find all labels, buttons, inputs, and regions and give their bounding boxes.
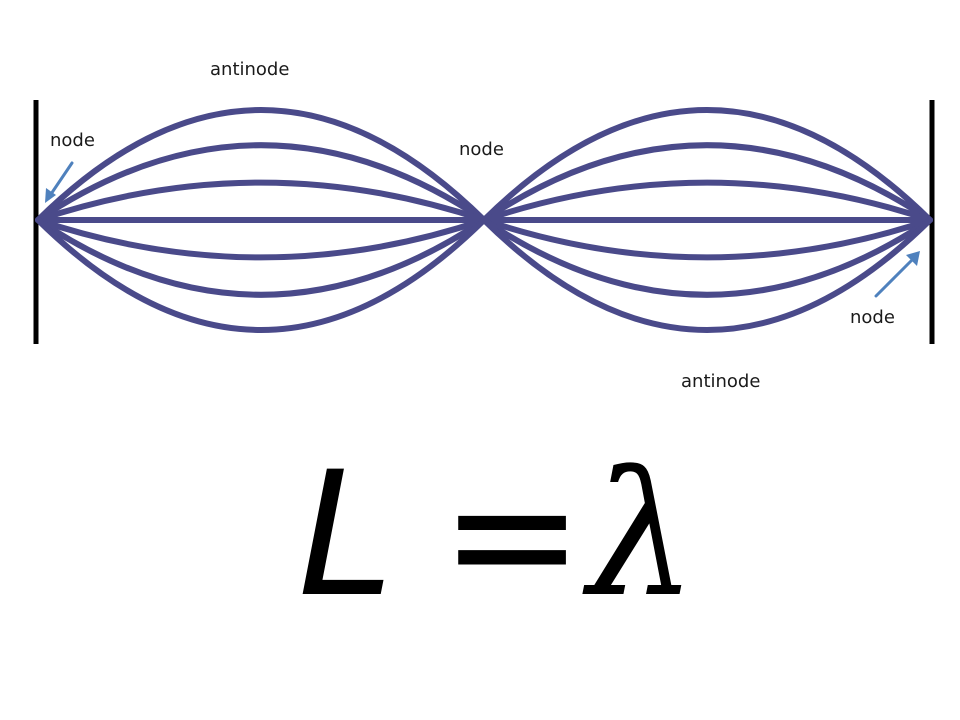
formula-equals-sign: = xyxy=(440,434,584,635)
node-label-left: node xyxy=(50,130,95,151)
right-node-arrow xyxy=(874,251,920,298)
left-node-arrow xyxy=(45,161,74,203)
wave-curve-2 xyxy=(35,179,933,224)
standing-wave-curves xyxy=(35,107,933,333)
wave-curve-5 xyxy=(35,216,933,298)
wave-curve-0 xyxy=(35,107,933,225)
node-label-right: node xyxy=(850,307,895,328)
wave-curve-4 xyxy=(35,216,933,261)
formula-length-symbol: L xyxy=(298,434,394,635)
antinode-label-top: antinode xyxy=(210,59,289,80)
antinode-label-bottom: antinode xyxy=(681,371,760,392)
wave-curve-6 xyxy=(35,215,933,333)
formula-wavelength-symbol: λ xyxy=(582,434,697,635)
node-label-middle: node xyxy=(459,139,504,160)
